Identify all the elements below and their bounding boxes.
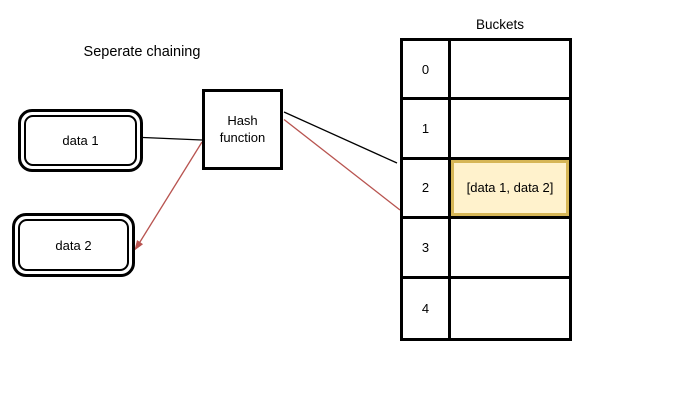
node-data2-label: data 2 [18,219,129,271]
bucket-value-cell-4[interactable] [451,278,569,338]
bucket-index-cell-1[interactable]: 1 [403,100,451,160]
node-data1-label: data 1 [24,115,137,166]
bucket-index-cell-3[interactable]: 3 [403,219,451,279]
node-hash-function[interactable]: Hash function [202,89,283,170]
node-hash-function-label: Hash function [219,112,266,145]
arrowhead-into-data2 [134,239,144,251]
buckets-table: 0 1 2 [data 1, data 2] 3 4 [400,38,572,341]
bucket-value-cell-2-highlighted[interactable]: [data 1, data 2] [451,159,569,220]
bucket-value-cell-1[interactable] [451,100,569,160]
connector-hash-to-data2-red[interactable] [138,141,203,244]
node-data1[interactable]: data 1 [18,109,143,172]
bucket-index-cell-4[interactable]: 4 [403,278,451,338]
bucket-index-cell-2[interactable]: 2 [403,159,451,220]
connector-data1-to-hash[interactable] [142,136,203,141]
buckets-table-title: Buckets [475,17,525,32]
bucket-index-cell-0[interactable]: 0 [403,41,451,101]
bucket-value-cell-3[interactable] [451,219,569,279]
connector-hash-to-bucket2-red[interactable] [283,118,401,211]
bucket-value-cell-0[interactable] [451,41,569,101]
node-data2[interactable]: data 2 [12,213,135,277]
diagram-title: Seperate chaining [83,44,201,60]
connector-hash-to-buckets[interactable] [283,111,398,164]
